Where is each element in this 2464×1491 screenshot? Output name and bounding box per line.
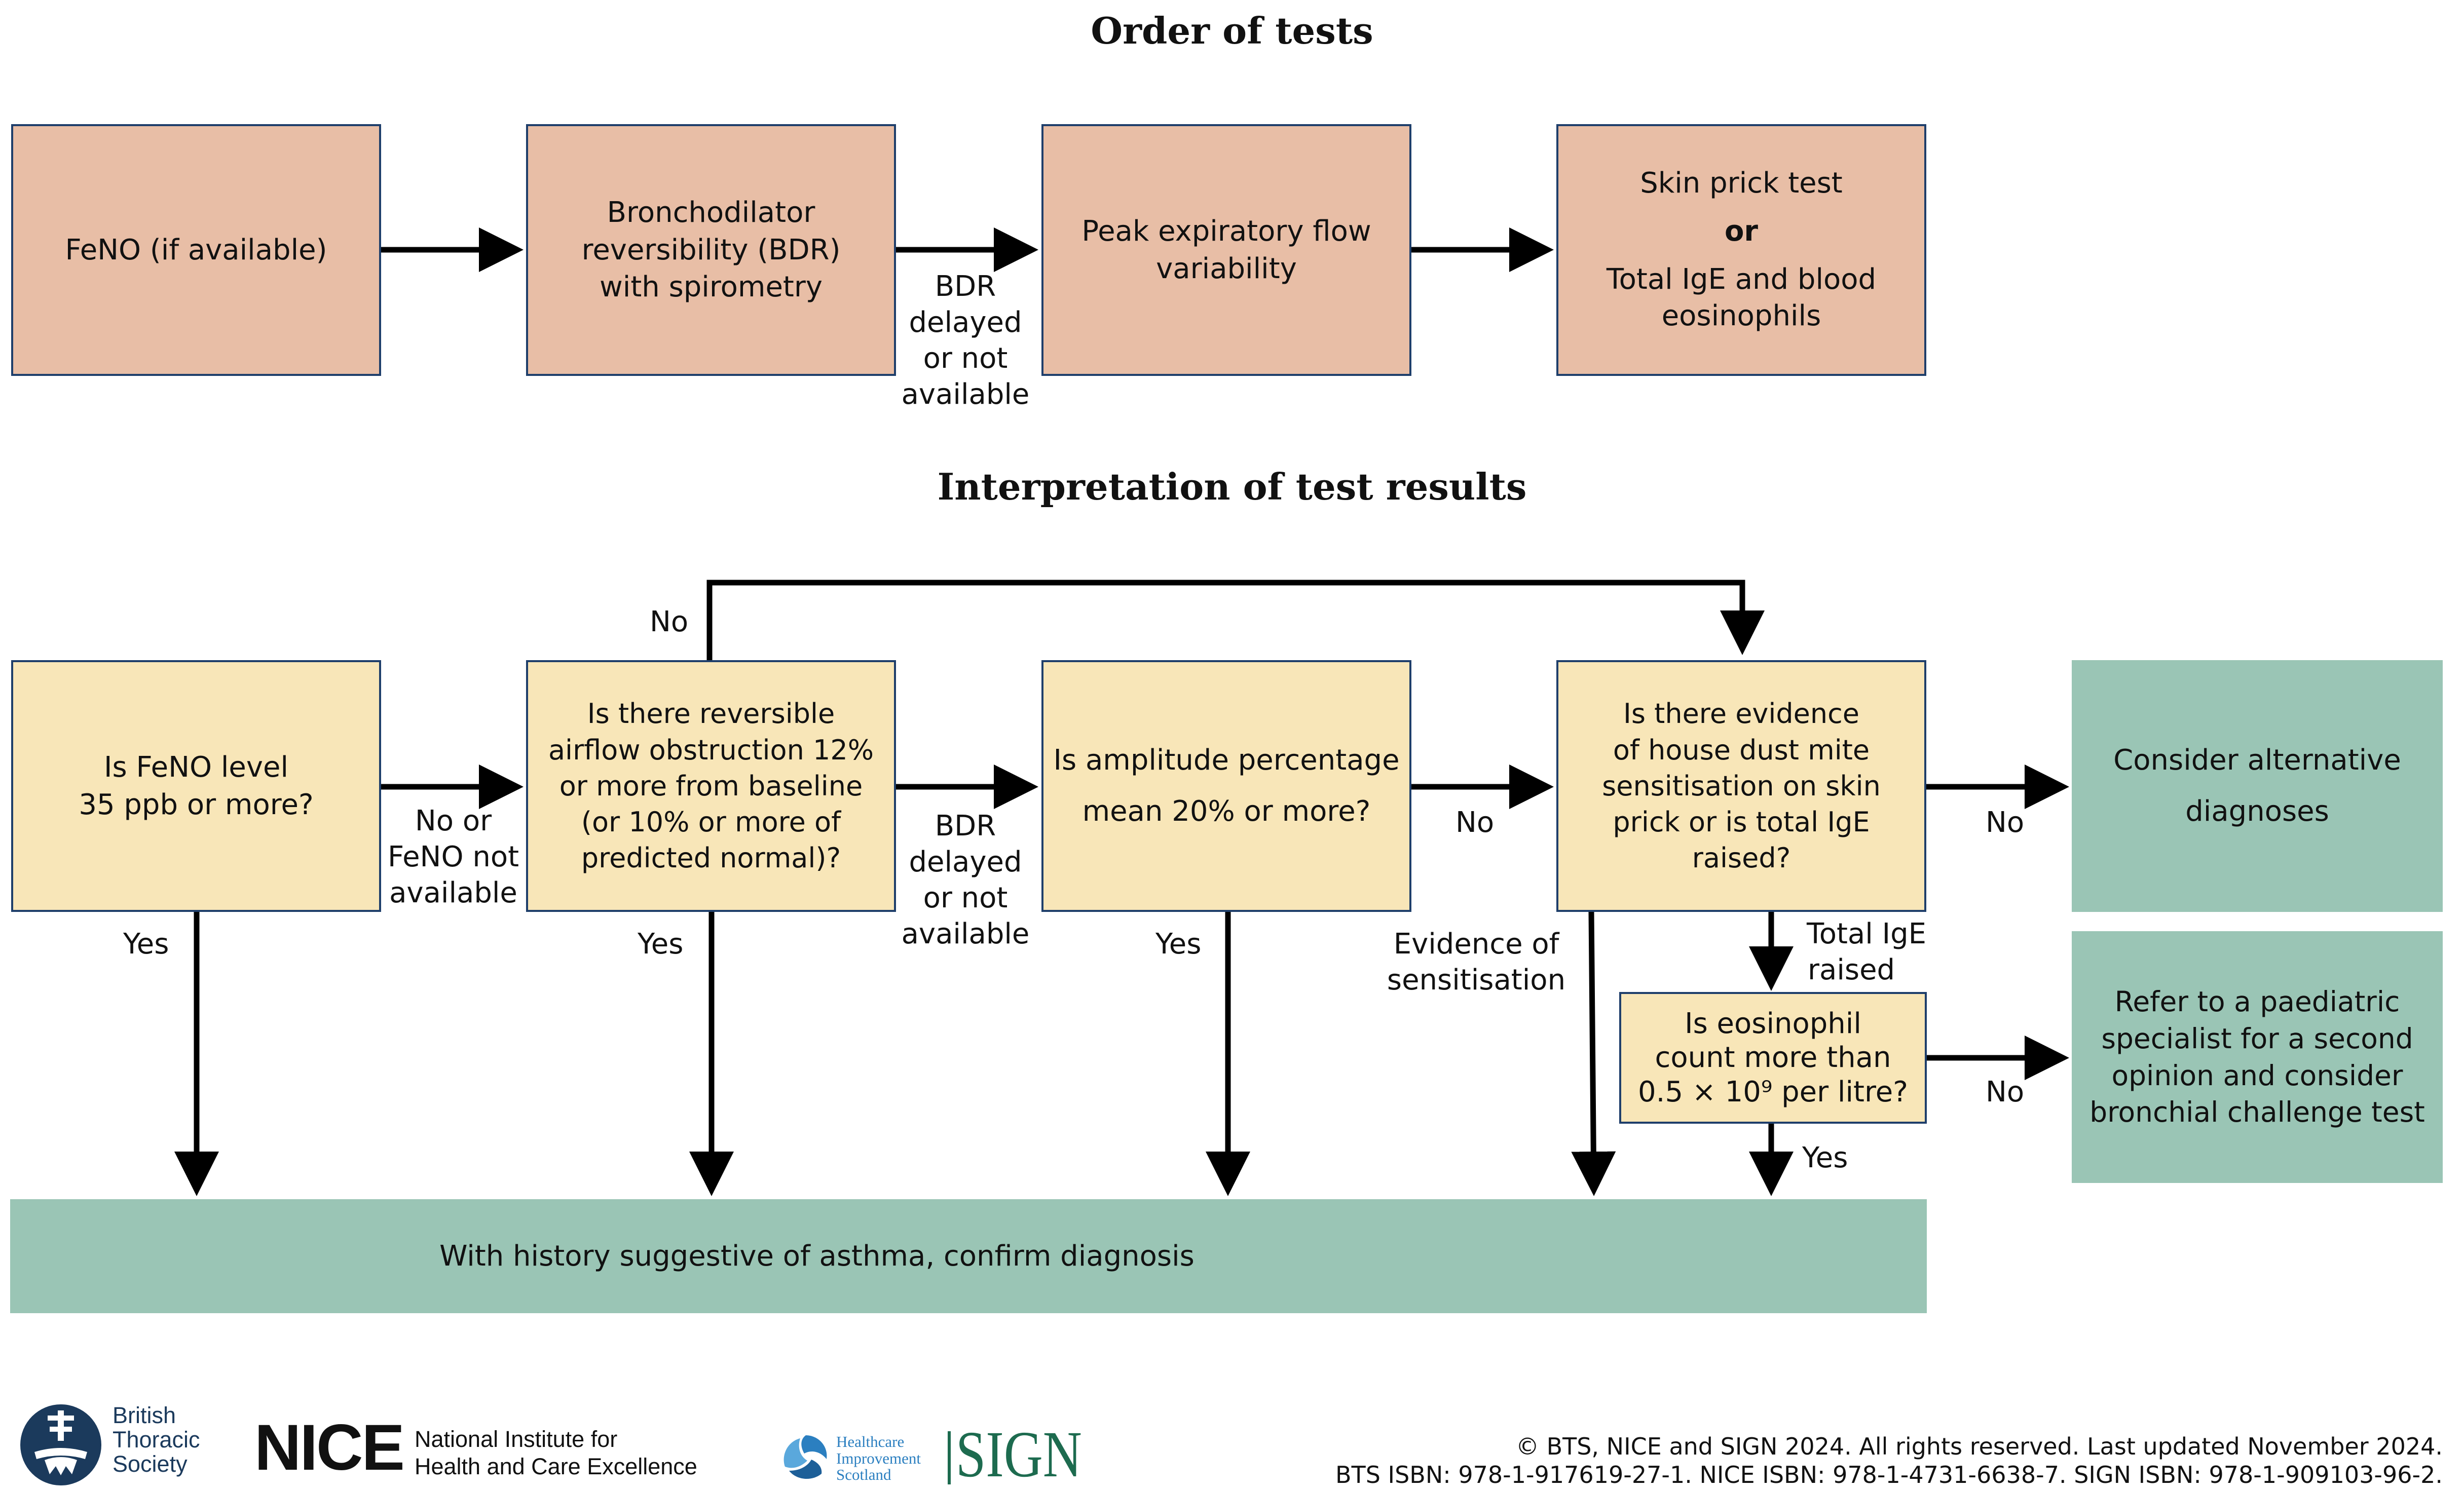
his-swirl-icon <box>783 1435 827 1479</box>
skin-line-3: eosinophils <box>1661 299 1821 333</box>
q-feno-box: Is FeNO level 35 ppb or more? <box>11 660 381 912</box>
bdr-line-2: reversibility (BDR) <box>581 233 841 266</box>
pef-line-2: variability <box>1156 252 1297 285</box>
bts-name: British Thoracic Society <box>113 1402 200 1477</box>
bdr-line-3: with spirometry <box>599 271 823 304</box>
bts-emblem-icon <box>20 1404 101 1485</box>
label-no-or-feno-not-available: No or FeNO not available <box>387 805 519 910</box>
label-bdr-delayed: BDR delayed or not available <box>901 810 1030 951</box>
q-bdr-box: Is there reversible airflow obstruction … <box>526 660 896 912</box>
skin-line-2: Total IgE and blood <box>1606 262 1877 296</box>
label-no-bypass: No <box>650 605 689 638</box>
label-yes-eosinophil: Yes <box>1802 1141 1848 1174</box>
label-total-ige-raised: Total IgE raised <box>1807 917 1927 987</box>
label-no-refer: No <box>1986 1076 2025 1108</box>
alternative-diagnoses-box: Consider alternative diagnoses <box>2072 660 2443 912</box>
arrow-qbdr-no-bypass <box>706 580 1765 661</box>
nice-logo: NICE <box>254 1411 405 1484</box>
sign-divider <box>948 1431 951 1484</box>
order-bdr-delayed-label: BDR delayed or not available <box>901 270 1030 411</box>
arrow-qhdm-evidence <box>1571 911 1616 1196</box>
refer-specialist-box: Refer to a paediatric specialist for a s… <box>2072 931 2443 1183</box>
q-eosinophil-box: Is eosinophil count more than 0.5 × 10⁹ … <box>1619 992 1927 1124</box>
label-evidence-sensitisation: Evidence of sensitisation <box>1387 928 1566 997</box>
pef-line-1: Peak expiratory flow <box>1081 214 1371 248</box>
his-text: Healthcare Improvement Scotland <box>836 1433 921 1484</box>
label-yes-amplitude: Yes <box>1155 928 1202 961</box>
his-logo-mark <box>778 1431 834 1484</box>
confirm-diagnosis-box: With history suggestive of asthma, confi… <box>10 1199 1927 1313</box>
skin-line-1: Skin prick test <box>1640 166 1843 200</box>
nice-text: National Institute for Health and Care E… <box>415 1426 697 1479</box>
bdr-box: Bronchodilator reversibility (BDR) with … <box>526 124 896 376</box>
sign-logo: SIGN <box>956 1418 1082 1491</box>
skin-or: or <box>1724 214 1759 248</box>
interpretation-title: Interpretation of test results <box>937 465 1527 508</box>
isbn-text: BTS ISBN: 978-1-917619-27-1. NICE ISBN: … <box>1335 1461 2443 1488</box>
q-amplitude-box: Is amplitude percentage mean 20% or more… <box>1041 660 1411 912</box>
label-no-alternative: No <box>1986 806 2025 839</box>
feno-text: FeNO (if available) <box>65 233 327 266</box>
label-yes-feno: Yes <box>123 928 169 961</box>
label-yes-bdr: Yes <box>638 928 684 961</box>
bts-logo <box>19 1403 103 1487</box>
skin-test-box: Skin prick test or Total IgE and blood e… <box>1556 124 1926 376</box>
copyright-text: © BTS, NICE and SIGN 2024. All rights re… <box>1335 1433 2443 1488</box>
pef-box: Peak expiratory flow variability <box>1041 124 1411 376</box>
q-house-dust-mite-box: Is there evidence of house dust mite sen… <box>1556 660 1926 912</box>
bdr-line-1: Bronchodilator <box>607 196 815 229</box>
feno-box: FeNO (if available) <box>11 124 381 376</box>
order-of-tests-title: Order of tests <box>1091 9 1373 52</box>
label-no-amplitude: No <box>1455 806 1495 839</box>
